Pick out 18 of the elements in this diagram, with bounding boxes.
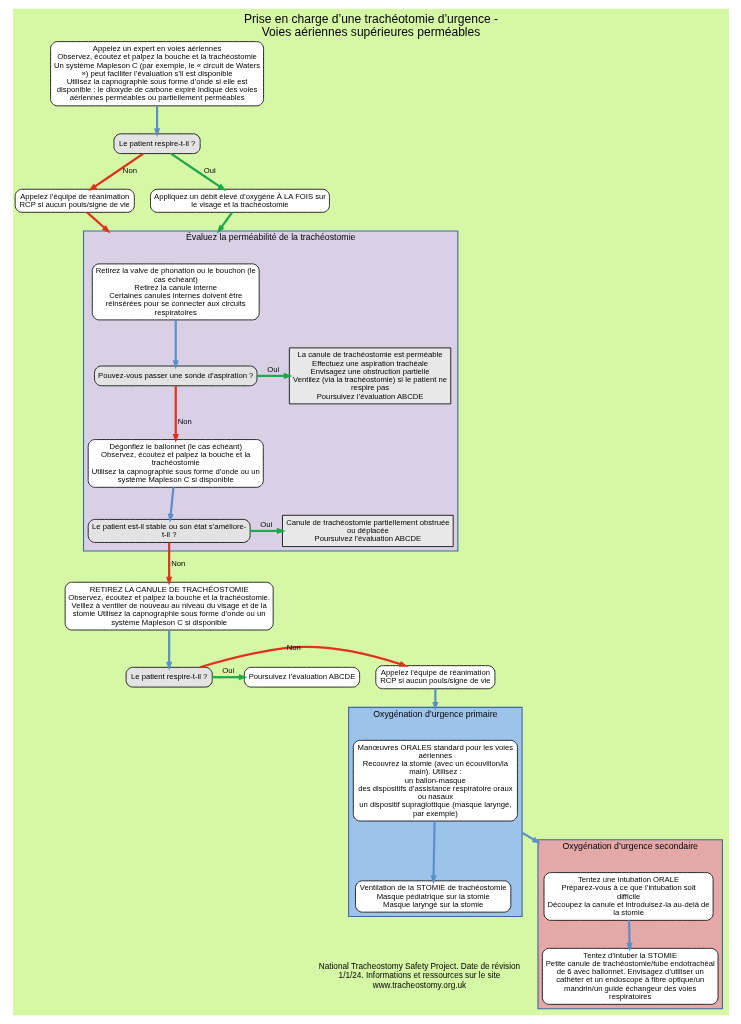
arrow xyxy=(211,674,248,681)
arrow xyxy=(521,831,541,844)
arrow xyxy=(216,211,233,234)
arrow xyxy=(172,320,179,370)
arrow xyxy=(167,487,174,523)
arrow xyxy=(169,152,226,192)
arrow xyxy=(153,105,160,138)
arrow xyxy=(256,372,293,379)
diagram-title: Prise en charge d’une trachéotomie d’urgence - Voies aériennes supérieures perméables xyxy=(243,11,498,39)
arrow xyxy=(172,385,179,443)
arrow xyxy=(625,920,633,952)
arrow xyxy=(429,821,437,885)
arrow xyxy=(199,645,408,669)
arrow xyxy=(87,152,144,192)
arrow xyxy=(165,542,172,586)
arrow xyxy=(85,211,110,234)
arrow xyxy=(249,527,286,534)
arrow xyxy=(165,630,172,671)
